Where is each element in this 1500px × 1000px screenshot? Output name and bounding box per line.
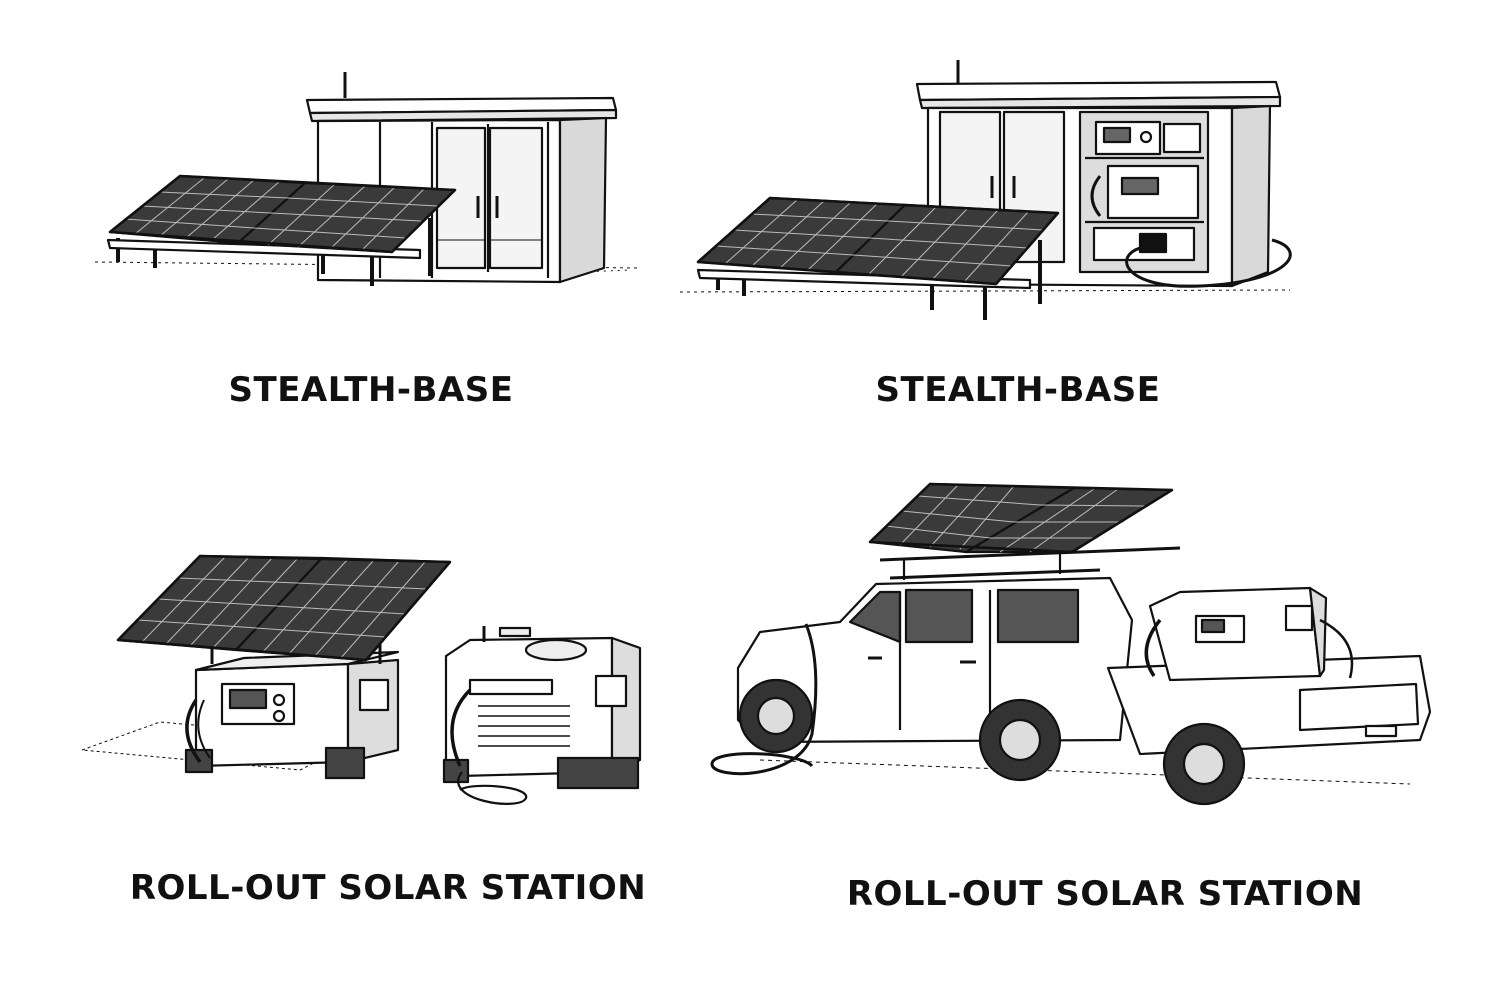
portable-station-illustration [81, 554, 642, 805]
illustration-stealth-base-open [679, 0, 1500, 360]
closed-shed-illustration [94, 72, 641, 286]
illustration-roll-out-station-portable [0, 470, 750, 840]
illustration-stealth-base-closed [0, 0, 750, 360]
vehicle-station-illustration [710, 482, 1432, 806]
caption-roll-out-station-2: ROLL-OUT SOLAR STATION [846, 874, 1364, 914]
caption-roll-out-station-1: ROLL-OUT SOLAR STATION [129, 868, 647, 908]
caption-stealth-base-2: STEALTH-BASE [875, 370, 1161, 410]
caption-stealth-base-1: STEALTH-BASE [228, 370, 514, 410]
open-shed-illustration [679, 60, 1292, 320]
illustration-roll-out-station-vehicle [710, 470, 1500, 840]
